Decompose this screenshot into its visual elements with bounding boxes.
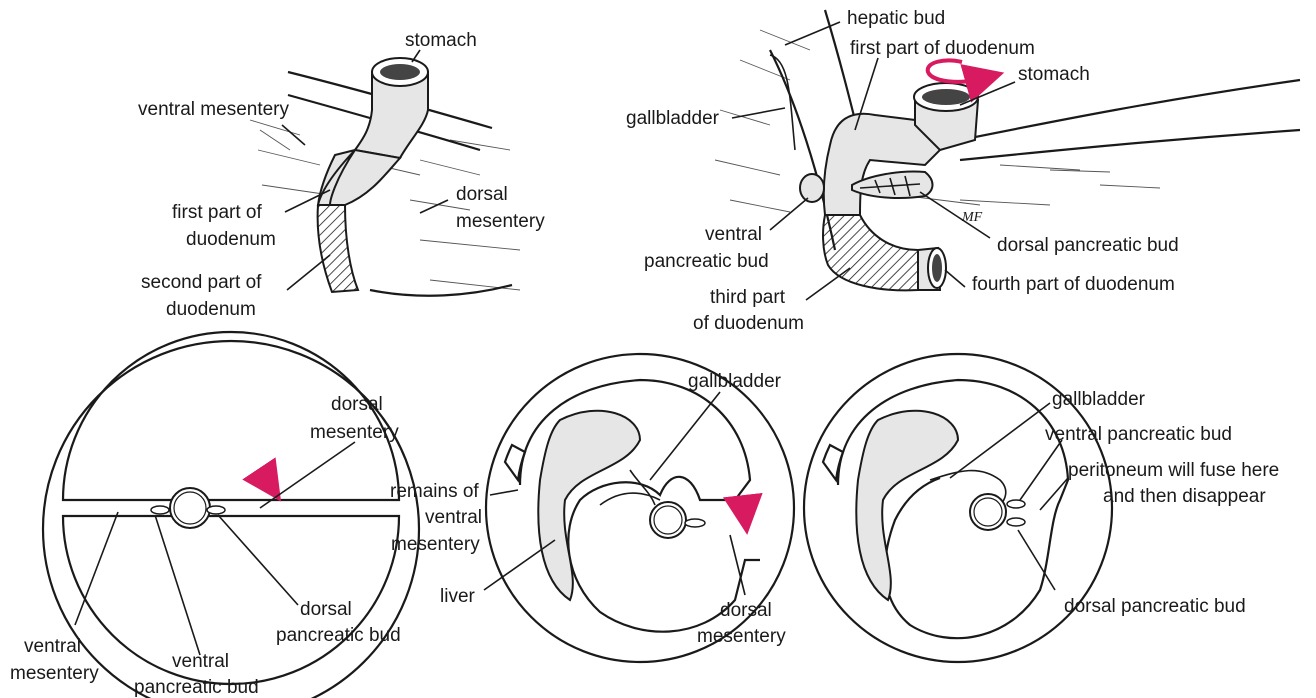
stomach-lumen <box>922 89 970 105</box>
stomach-lumen <box>380 64 420 80</box>
label-dorsal-bud: dorsal pancreatic bud <box>1064 596 1246 617</box>
label-third-part-2: of duodenum <box>693 313 804 334</box>
label-first-part-2: duodenum <box>186 229 276 250</box>
duodenum-lumen <box>174 492 206 524</box>
label-ventral-mesentery-1: ventral <box>24 636 81 657</box>
label-remains-3: mesentery <box>391 534 480 555</box>
rotation-arrow <box>928 60 985 81</box>
label-dorsal-mesentery-2: mesentery <box>456 211 545 232</box>
label-remains-2: ventral <box>425 507 482 528</box>
label-dorsal-mesentery-1: dorsal <box>331 394 383 415</box>
ventral-mesentery-leader <box>75 512 118 625</box>
label-dorsal-bud-2: pancreatic bud <box>276 625 401 646</box>
label-ventral-mesentery-2: mesentery <box>10 663 99 684</box>
body-wall-line-c <box>960 80 1300 140</box>
panel-bottom-right: gallbladder ventral pancreatic bud perit… <box>804 354 1279 662</box>
label-second-part-2: duodenum <box>166 299 256 320</box>
panel-bottom-left: dorsal mesentery dorsal pancreatic bud v… <box>10 332 419 698</box>
label-ventral-bud-2: pancreatic bud <box>134 677 259 698</box>
fourth-part-lumen <box>932 254 942 282</box>
duodenum-lumen <box>654 506 682 534</box>
ventral-bud-leader <box>155 515 200 655</box>
label-gallbladder: gallbladder <box>688 371 782 392</box>
gallbladder-leader <box>732 108 785 118</box>
label-stomach: stomach <box>1018 64 1090 85</box>
remains-leader <box>490 490 518 495</box>
label-stomach: stomach <box>405 30 477 51</box>
label-second-part-1: second part of <box>141 272 262 293</box>
first-part-duodenum-shape <box>318 150 400 205</box>
label-ventral-bud-1: ventral <box>172 651 229 672</box>
label-first-part-1: first part of <box>172 202 262 223</box>
label-peritoneum-1: peritoneum will fuse here <box>1068 460 1279 481</box>
ventral-mesentery-remnant <box>600 493 660 505</box>
label-gallbladder: gallbladder <box>626 108 720 129</box>
second-part-duodenum-shape <box>318 205 358 292</box>
label-dorsal-bud: dorsal pancreatic bud <box>997 235 1179 256</box>
label-ventral-mesentery: ventral mesentery <box>138 99 290 120</box>
ventral-pancreatic-bud-shape <box>800 174 824 202</box>
upper-cavity <box>63 332 399 500</box>
gallbladder-leader <box>950 403 1050 478</box>
label-ventral-bud-1: ventral <box>705 224 762 245</box>
label-peritoneum-2: and then disappear <box>1103 486 1266 507</box>
panel-bottom-middle: gallbladder remains of ventral mesentery… <box>390 354 794 662</box>
label-ventral-bud-2: pancreatic bud <box>644 251 769 272</box>
label-dorsal-bud-1: dorsal <box>300 599 352 620</box>
dorsal-pancreatic-bud <box>1007 518 1025 526</box>
dorsal-bud-leader <box>218 515 298 605</box>
label-third-part-1: third part <box>710 287 786 308</box>
panel-top-left: stomach ventral mesentery first part of … <box>138 30 545 320</box>
ventral-pancreatic-bud <box>1007 500 1025 508</box>
ventral-mesentery-leader <box>282 125 305 145</box>
body-wall-line-d <box>960 130 1300 160</box>
artist-signature: MF <box>961 210 983 225</box>
dorsal-pancreatic-bud <box>207 506 225 514</box>
liver-shape <box>856 411 958 600</box>
hepatic-bud-shape <box>770 55 795 150</box>
label-gallbladder: gallbladder <box>1052 389 1146 410</box>
second-part-leader <box>287 255 330 290</box>
label-dorsal-mesentery-1: dorsal <box>456 184 508 205</box>
dorsal-pancreatic-bud <box>685 519 705 527</box>
rotation-arrow <box>122 447 270 485</box>
duodenum-lumen <box>974 498 1002 526</box>
label-liver: liver <box>440 586 476 607</box>
label-dorsal-mesentery-2: mesentery <box>697 626 786 647</box>
label-ventral-bud: ventral pancreatic bud <box>1045 424 1232 445</box>
panel-top-right: hepatic bud first part of duodenum stoma… <box>626 8 1300 334</box>
peritoneum-leader <box>1040 478 1068 510</box>
ventral-bud-leader <box>770 198 808 230</box>
label-dorsal-mesentery-2: mesentery <box>310 422 399 443</box>
label-hepatic-bud: hepatic bud <box>847 8 945 29</box>
dorsal-mesentery-leader <box>260 442 355 508</box>
label-remains-1: remains of <box>390 481 479 502</box>
third-part-duodenum-shape <box>823 215 918 290</box>
label-fourth-part: fourth part of duodenum <box>972 274 1175 295</box>
gallbladder-leader <box>650 392 720 480</box>
liver-leader <box>484 540 555 590</box>
liver-shape <box>538 411 640 600</box>
third-part-leader <box>806 268 850 300</box>
ventral-pancreatic-bud <box>151 506 169 514</box>
label-dorsal-mesentery-1: dorsal <box>720 600 772 621</box>
label-first-part: first part of duodenum <box>850 38 1035 59</box>
fourth-part-leader <box>945 270 965 287</box>
